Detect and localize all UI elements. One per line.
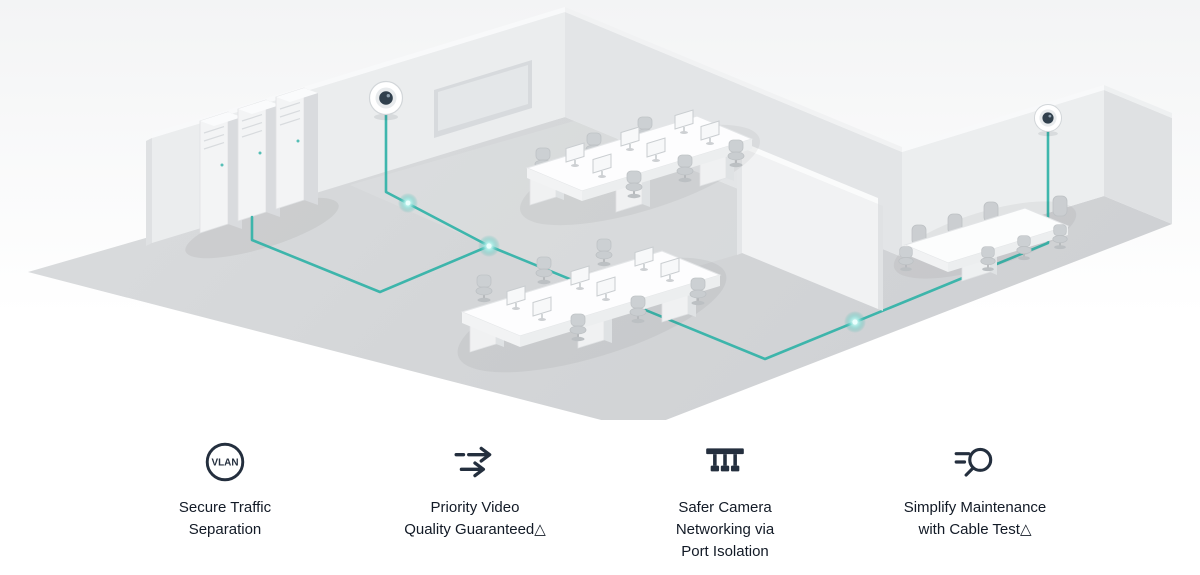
- feature-label: Priority Video Quality Guaranteed△: [404, 499, 546, 538]
- cable-node-glow-2: [478, 235, 500, 257]
- rack-status-leds: [220, 139, 300, 167]
- chair: [1016, 235, 1032, 261]
- wall-right-return: [1104, 85, 1172, 224]
- chair: [625, 170, 643, 199]
- monitors: [565, 109, 720, 178]
- feature-cable-test: Simplify Maintenance with Cable Test△: [850, 438, 1100, 562]
- chair: [569, 313, 587, 342]
- desk-cluster-back: [519, 109, 761, 226]
- port-isolation-icon: [702, 438, 748, 486]
- conference-divider-wall: [737, 142, 883, 311]
- feature-vlan: VLAN Secure Traffic Separation: [100, 438, 350, 562]
- chair: [595, 238, 613, 267]
- feature-label: Simplify Maintenance with Cable Test△: [903, 499, 1047, 538]
- vlan-badge-icon: VLAN: [202, 438, 248, 486]
- cable-test-magnifier-icon: [952, 438, 998, 486]
- vlan-icon-text: VLAN: [211, 458, 238, 469]
- chair: [1052, 224, 1068, 250]
- cable-node-glow-3: [844, 311, 866, 333]
- feature-label: Secure Traffic Separation: [178, 499, 272, 538]
- feature-priority-video: Priority Video Quality Guaranteed△: [350, 438, 600, 562]
- features-row: VLAN Secure Traffic Separation Priority …: [100, 420, 1100, 562]
- chair: [535, 256, 553, 285]
- chair: [475, 274, 493, 303]
- monitors: [506, 246, 680, 321]
- feature-label: Safer Camera Networking via Port Isolati…: [675, 499, 775, 560]
- office-illustration: [0, 0, 1200, 420]
- chair: [629, 295, 647, 324]
- priority-arrows-icon: [452, 438, 498, 486]
- chair: [727, 139, 745, 168]
- conference-room-set: [893, 195, 1077, 282]
- feature-port-isolation: Safer Camera Networking via Port Isolati…: [600, 438, 850, 562]
- chair-back: [1052, 195, 1068, 217]
- server-racks: [185, 87, 339, 259]
- chair: [689, 277, 707, 306]
- wall-display: [434, 60, 532, 138]
- chair: [980, 246, 996, 272]
- desk-cluster-front: [457, 238, 727, 373]
- dome-camera-right: [1033, 103, 1063, 137]
- chair: [676, 154, 694, 183]
- dome-camera-left: [368, 80, 404, 121]
- chair: [898, 246, 914, 272]
- cable-node-glow-1: [398, 193, 418, 213]
